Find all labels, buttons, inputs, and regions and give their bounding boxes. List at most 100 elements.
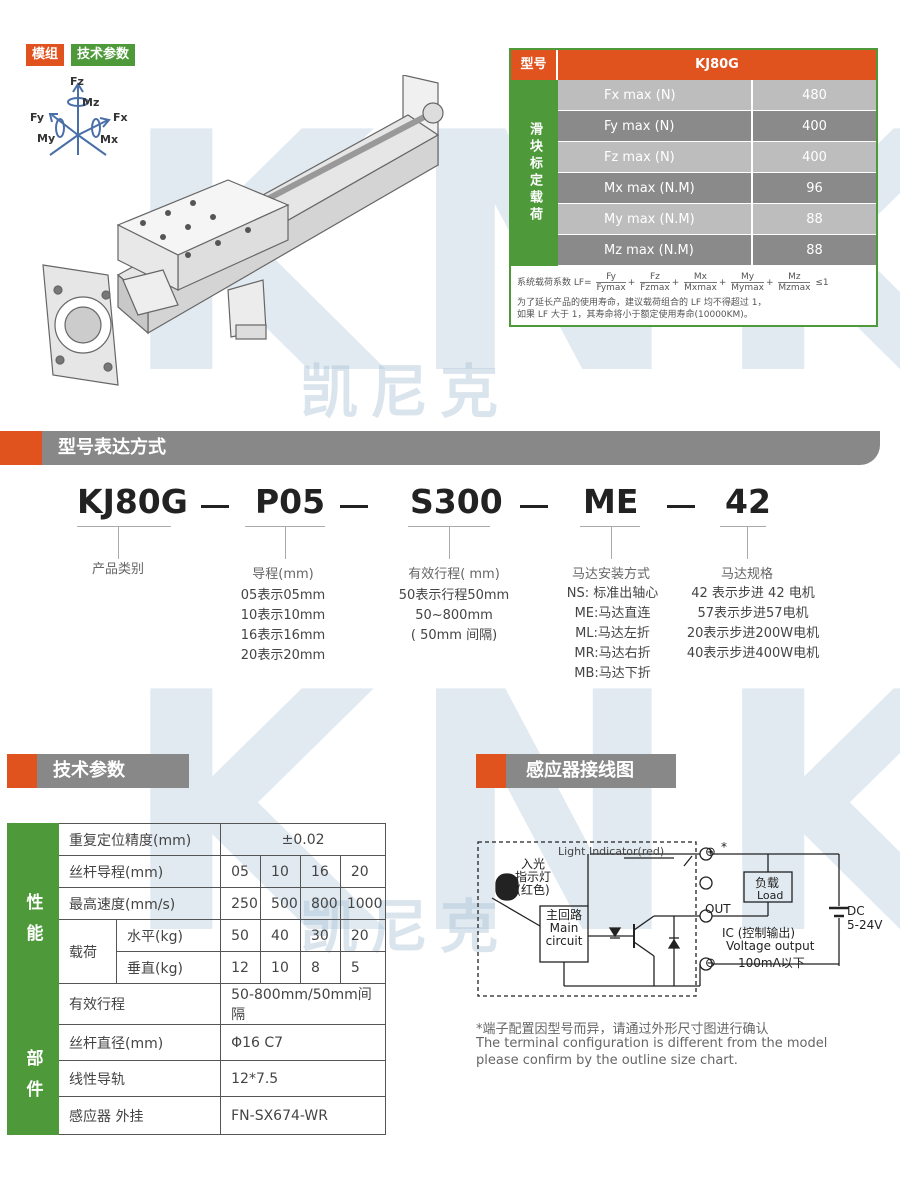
stroke-value: 50-800mm/50mm间隔 bbox=[220, 983, 386, 1025]
table-row: 丝杆导程(mm) 05 10 16 20 bbox=[8, 855, 387, 888]
formula-plus: + bbox=[765, 278, 774, 288]
side-parts: 部件 bbox=[7, 1024, 59, 1135]
code-tick bbox=[747, 527, 748, 559]
load-row-label: Fz max (N) bbox=[558, 142, 753, 172]
load-row-value: 480 bbox=[802, 88, 827, 103]
code-label-stroke: 有效行程( mm) bbox=[408, 567, 500, 582]
sensor-label: 感应器 外挂 bbox=[57, 1096, 222, 1135]
speed-value: 500 bbox=[260, 887, 301, 920]
lead-desc: 05表示05mm 10表示10mm 16表示16mm 20表示20mm bbox=[228, 586, 338, 666]
spec-table: 性能 重复定位精度(mm) ±0.02 丝杆导程(mm) 05 10 16 20… bbox=[7, 823, 387, 1135]
code-dash bbox=[520, 505, 548, 508]
mount-desc-line: MR:马达右折 bbox=[574, 646, 651, 661]
formula-plus: + bbox=[671, 278, 680, 288]
wiring-load-cn: 负载 bbox=[755, 876, 780, 890]
vert-value: 12 bbox=[220, 951, 262, 984]
repeat-value: ±0.02 bbox=[220, 823, 386, 856]
lead-value: 10 bbox=[260, 855, 301, 888]
load-row-value: 88 bbox=[806, 212, 823, 227]
spec-section-bar: 技术参数 bbox=[7, 754, 189, 788]
code-underline bbox=[720, 526, 766, 527]
code-underline bbox=[77, 526, 171, 527]
formula-prefix: 系统载荷系数 LF= bbox=[517, 278, 592, 288]
code-underline bbox=[408, 526, 490, 527]
code-part-motor: 42 bbox=[725, 482, 771, 521]
code-part-mount: ME bbox=[583, 482, 639, 521]
load-row: Fy max (N)400 bbox=[558, 111, 876, 142]
motor-desc-line: 40表示步进400W电机 bbox=[686, 646, 820, 661]
model-section-bar: 型号表达方式 bbox=[0, 431, 880, 465]
table-row: 有效行程 50-800mm/50mm间隔 bbox=[8, 983, 386, 1025]
sensor-section-bar: 感应器接线图 bbox=[476, 754, 676, 788]
speed-value: 1000 bbox=[339, 887, 387, 920]
load-row-value: 88 bbox=[806, 243, 823, 258]
speed-value: 250 bbox=[220, 887, 262, 920]
code-dash bbox=[201, 505, 229, 508]
module-tag: 模组 bbox=[26, 44, 65, 66]
wiring-plus-terminal: ⊕ bbox=[705, 845, 716, 860]
table-row: 部件 丝杆直径(mm) Φ16 C7 bbox=[7, 1024, 386, 1135]
formula-note-2: 如果 LF 大于 1，其寿命将小于额定使用寿命(10000KM)。 bbox=[517, 310, 753, 320]
code-label-mount: 马达安装方式 bbox=[571, 567, 650, 582]
axis-mz-label: Mz bbox=[82, 96, 100, 109]
note-line-3: please confirm by the outline size chart… bbox=[476, 1053, 738, 1068]
wiring-voltage-output: Voltage output bbox=[726, 939, 815, 953]
load-row-label: Mz max (N.M) bbox=[558, 235, 753, 265]
mount-desc-line: ME:马达直连 bbox=[574, 606, 651, 621]
mount-desc: NS: 标准出轴心 ME:马达直连 ML:马达左折 MR:马达右折 MB:马达下… bbox=[555, 584, 670, 684]
lead-label: 丝杆导程(mm) bbox=[57, 855, 222, 888]
screw-value: Φ16 C7 bbox=[220, 1024, 386, 1061]
load-row: Fz max (N) 400 bbox=[558, 142, 876, 173]
load-row-label: Mx max (N.M) bbox=[558, 173, 753, 203]
code-tick bbox=[118, 527, 119, 559]
motor-desc: 42 表示步进 42 电机 57表示步进57电机 20表示步进200W电机 40… bbox=[678, 584, 828, 664]
load-side-title: 滑块标定载荷 bbox=[511, 80, 558, 266]
motor-desc-line: 42 表示步进 42 电机 bbox=[691, 586, 815, 601]
axis-fy-label: Fy bbox=[30, 111, 45, 124]
code-dash bbox=[667, 505, 695, 508]
wiring-star: * bbox=[721, 840, 727, 854]
table-row: 最高速度(mm/s) 250 500 800 1000 bbox=[8, 887, 387, 920]
horiz-value: 20 bbox=[339, 919, 387, 952]
code-part-lead: P05 bbox=[255, 482, 326, 521]
axis-mx-label: Mx bbox=[100, 133, 119, 146]
code-label-motor: 马达规格 bbox=[720, 567, 773, 582]
axis-diagram-icon bbox=[48, 82, 111, 156]
code-tick bbox=[449, 527, 450, 559]
load-row-value: 400 bbox=[802, 150, 827, 165]
formula-plus: + bbox=[718, 278, 727, 288]
formula-suffix: ≤1 bbox=[815, 278, 829, 288]
stroke-desc-line: 50表示行程50mm bbox=[398, 588, 510, 603]
wiring-minus-terminal: ⊖ bbox=[705, 956, 716, 971]
load-row-label: Fx max (N) bbox=[558, 80, 753, 110]
code-label-category: 产品类别 bbox=[91, 562, 144, 577]
wiring-light-indicator: Light Indicator(red) bbox=[558, 845, 665, 858]
horiz-value: 40 bbox=[260, 919, 301, 952]
stroke-desc-line: 50~800mm bbox=[415, 608, 493, 623]
sensor-value: FN-SX674-WR bbox=[220, 1096, 386, 1135]
table-row: 性能 重复定位精度(mm) ±0.02 bbox=[7, 823, 386, 1025]
mount-desc-line: MB:马达下折 bbox=[574, 666, 651, 681]
note-line-1: *端子配置因型号而异，请通过外形尺寸图进行确认 bbox=[476, 1022, 769, 1037]
mount-desc-line: NS: 标准出轴心 bbox=[566, 586, 659, 601]
code-underline bbox=[580, 526, 640, 527]
lead-desc-line: 20表示20mm bbox=[240, 648, 326, 663]
rail-label: 线性导轨 bbox=[57, 1060, 222, 1097]
lead-desc-line: 16表示16mm bbox=[240, 628, 326, 643]
wiring-load-en: Load bbox=[757, 889, 784, 902]
code-part-stroke: S300 bbox=[410, 482, 503, 521]
load-rating-table: 型号 KJ80G 滑块标定载荷 Fx max (N)480 Fy max (N)… bbox=[509, 48, 878, 327]
table-row: 感应器 外挂 FN-SX674-WR bbox=[8, 1096, 386, 1135]
stroke-label: 有效行程 bbox=[57, 983, 222, 1025]
axis-fx-label: Fx bbox=[113, 111, 128, 124]
axis-fz-label: Fz bbox=[70, 75, 84, 88]
load-row: My max (N.M)88 bbox=[558, 204, 876, 235]
linear-module-illustration bbox=[42, 75, 444, 386]
sensor-wiring-diagram bbox=[477, 841, 849, 997]
